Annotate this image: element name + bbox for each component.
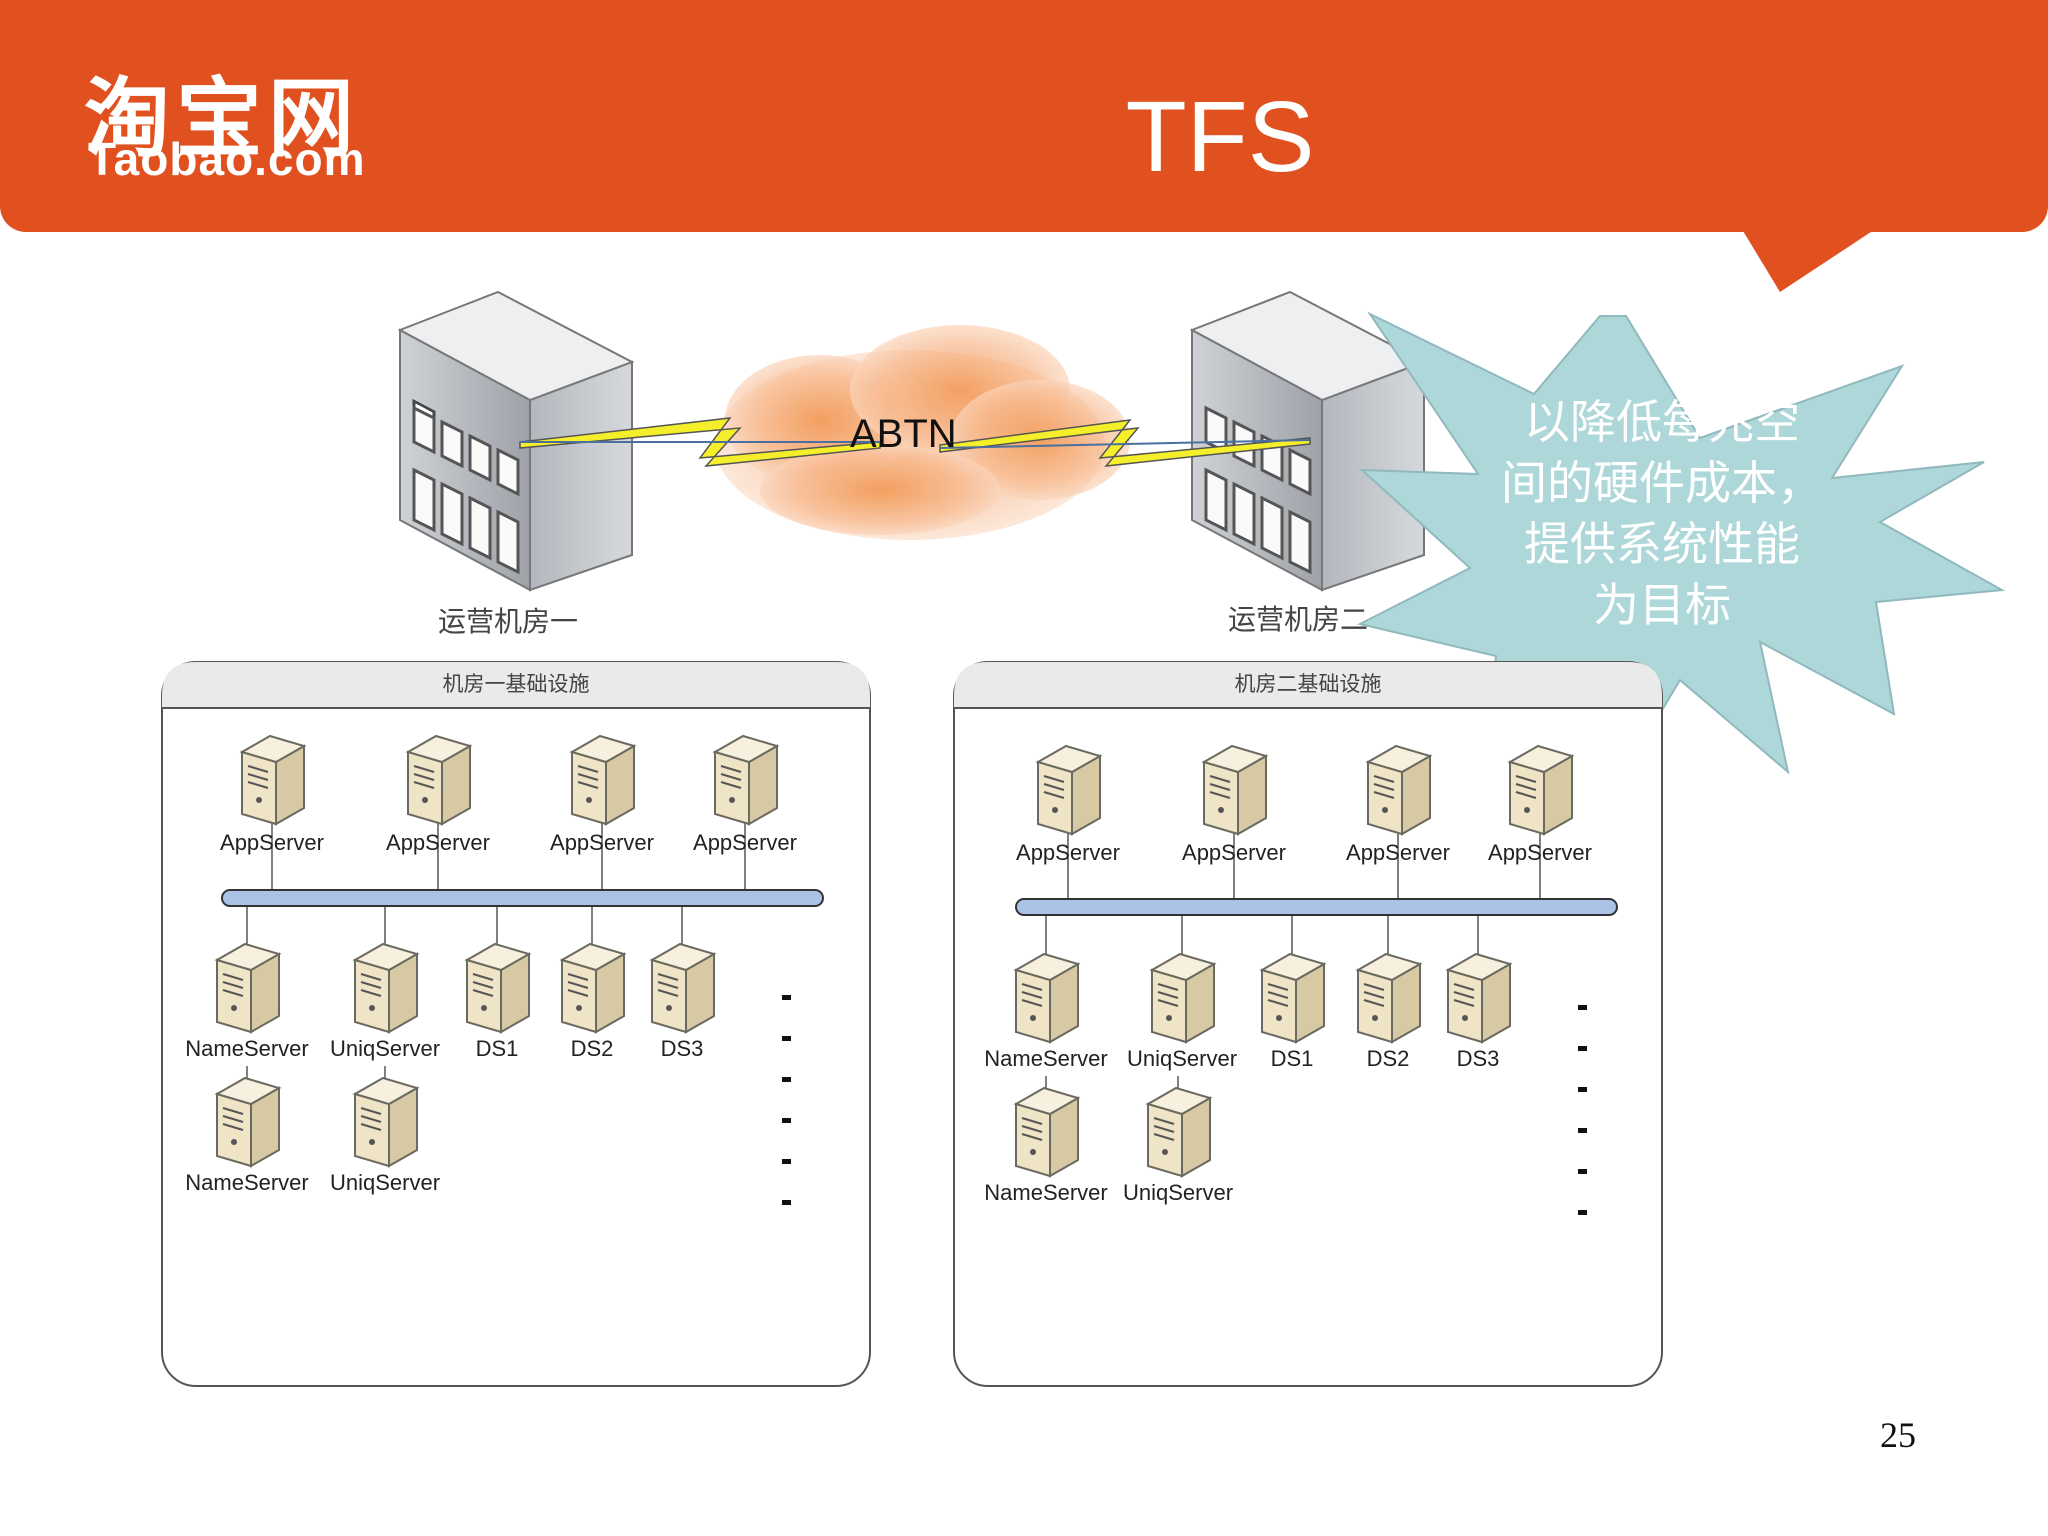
- server-icon: [1355, 952, 1423, 1044]
- callout-text: 以降低每兆空 间的硬件成本， 提供系统性能 为目标: [1478, 392, 1846, 636]
- server-icon: [1365, 744, 1433, 836]
- server-label: AppServer: [550, 830, 654, 855]
- callout-line: 提供系统性能: [1524, 517, 1800, 571]
- server-label: AppServer: [386, 830, 490, 855]
- server-icon: [559, 942, 627, 1034]
- page-number: 25: [1880, 1415, 1916, 1455]
- server-icon: [1201, 744, 1269, 836]
- ellipsis-dots-1: [782, 995, 792, 1241]
- server-icon: [239, 734, 307, 826]
- server-label: AppServer: [1346, 840, 1450, 865]
- server-icon: [405, 734, 473, 826]
- server-label: UniqServer: [329, 1036, 441, 1061]
- site-label-1: 运营机房一: [438, 605, 579, 638]
- server-icon: [464, 942, 532, 1034]
- server-icon: [1013, 952, 1081, 1044]
- datacenter-building-1: [397, 290, 635, 592]
- server-label: NameServer: [185, 1036, 309, 1061]
- server-label: DS1: [1270, 1046, 1314, 1071]
- server-icon: [352, 1076, 420, 1168]
- server-icon: [569, 734, 637, 826]
- network-bus: [1015, 898, 1618, 916]
- panel-title-1: 机房一基础设施: [442, 672, 590, 696]
- server-icon: [712, 734, 780, 826]
- server-icon: [352, 942, 420, 1034]
- ellipsis-dots-2: [1578, 1005, 1588, 1251]
- server-icon: [1507, 744, 1575, 836]
- site-label-2: 运营机房二: [1228, 603, 1369, 636]
- server-label: DS2: [570, 1036, 614, 1061]
- server-label: DS3: [660, 1036, 704, 1061]
- server-icon: [1445, 952, 1513, 1044]
- callout-line: 间的硬件成本，: [1501, 456, 1823, 510]
- server-icon: [1035, 744, 1103, 836]
- slide-title: TFS: [1125, 81, 1315, 193]
- callout-line: 为目标: [1593, 578, 1731, 632]
- server-label: NameServer: [984, 1046, 1108, 1071]
- server-label: UniqServer: [1126, 1046, 1238, 1071]
- server-label: UniqServer: [1122, 1180, 1234, 1205]
- link-line-right: [939, 439, 1311, 449]
- server-icon: [214, 942, 282, 1034]
- server-label: AppServer: [1488, 840, 1592, 865]
- panel-title-2: 机房二基础设施: [1234, 672, 1382, 696]
- server-icon: [1149, 952, 1217, 1044]
- network-label: ABTN: [850, 412, 957, 456]
- network-bus: [221, 889, 824, 907]
- callout-line: 以降低每兆空: [1524, 395, 1800, 449]
- server-label: AppServer: [693, 830, 797, 855]
- header-bar: [0, 0, 2048, 232]
- server-label: NameServer: [185, 1170, 309, 1195]
- network-cloud: [715, 325, 1130, 540]
- server-icon: [649, 942, 717, 1034]
- logo-english: Taobao.com: [88, 133, 366, 185]
- server-icon: [1013, 1086, 1081, 1178]
- server-label: AppServer: [1182, 840, 1286, 865]
- server-label: DS2: [1366, 1046, 1410, 1071]
- server-label: DS3: [1456, 1046, 1500, 1071]
- server-label: AppServer: [220, 830, 324, 855]
- server-label: UniqServer: [329, 1170, 441, 1195]
- server-icon: [214, 1076, 282, 1168]
- logo-chinese: 淘宝网: [84, 69, 360, 169]
- server-icon: [1259, 952, 1327, 1044]
- server-label: DS1: [475, 1036, 519, 1061]
- server-label: AppServer: [1016, 840, 1120, 865]
- server-icon: [1145, 1086, 1213, 1178]
- server-label: NameServer: [984, 1180, 1108, 1205]
- header-tail: [1740, 226, 1880, 292]
